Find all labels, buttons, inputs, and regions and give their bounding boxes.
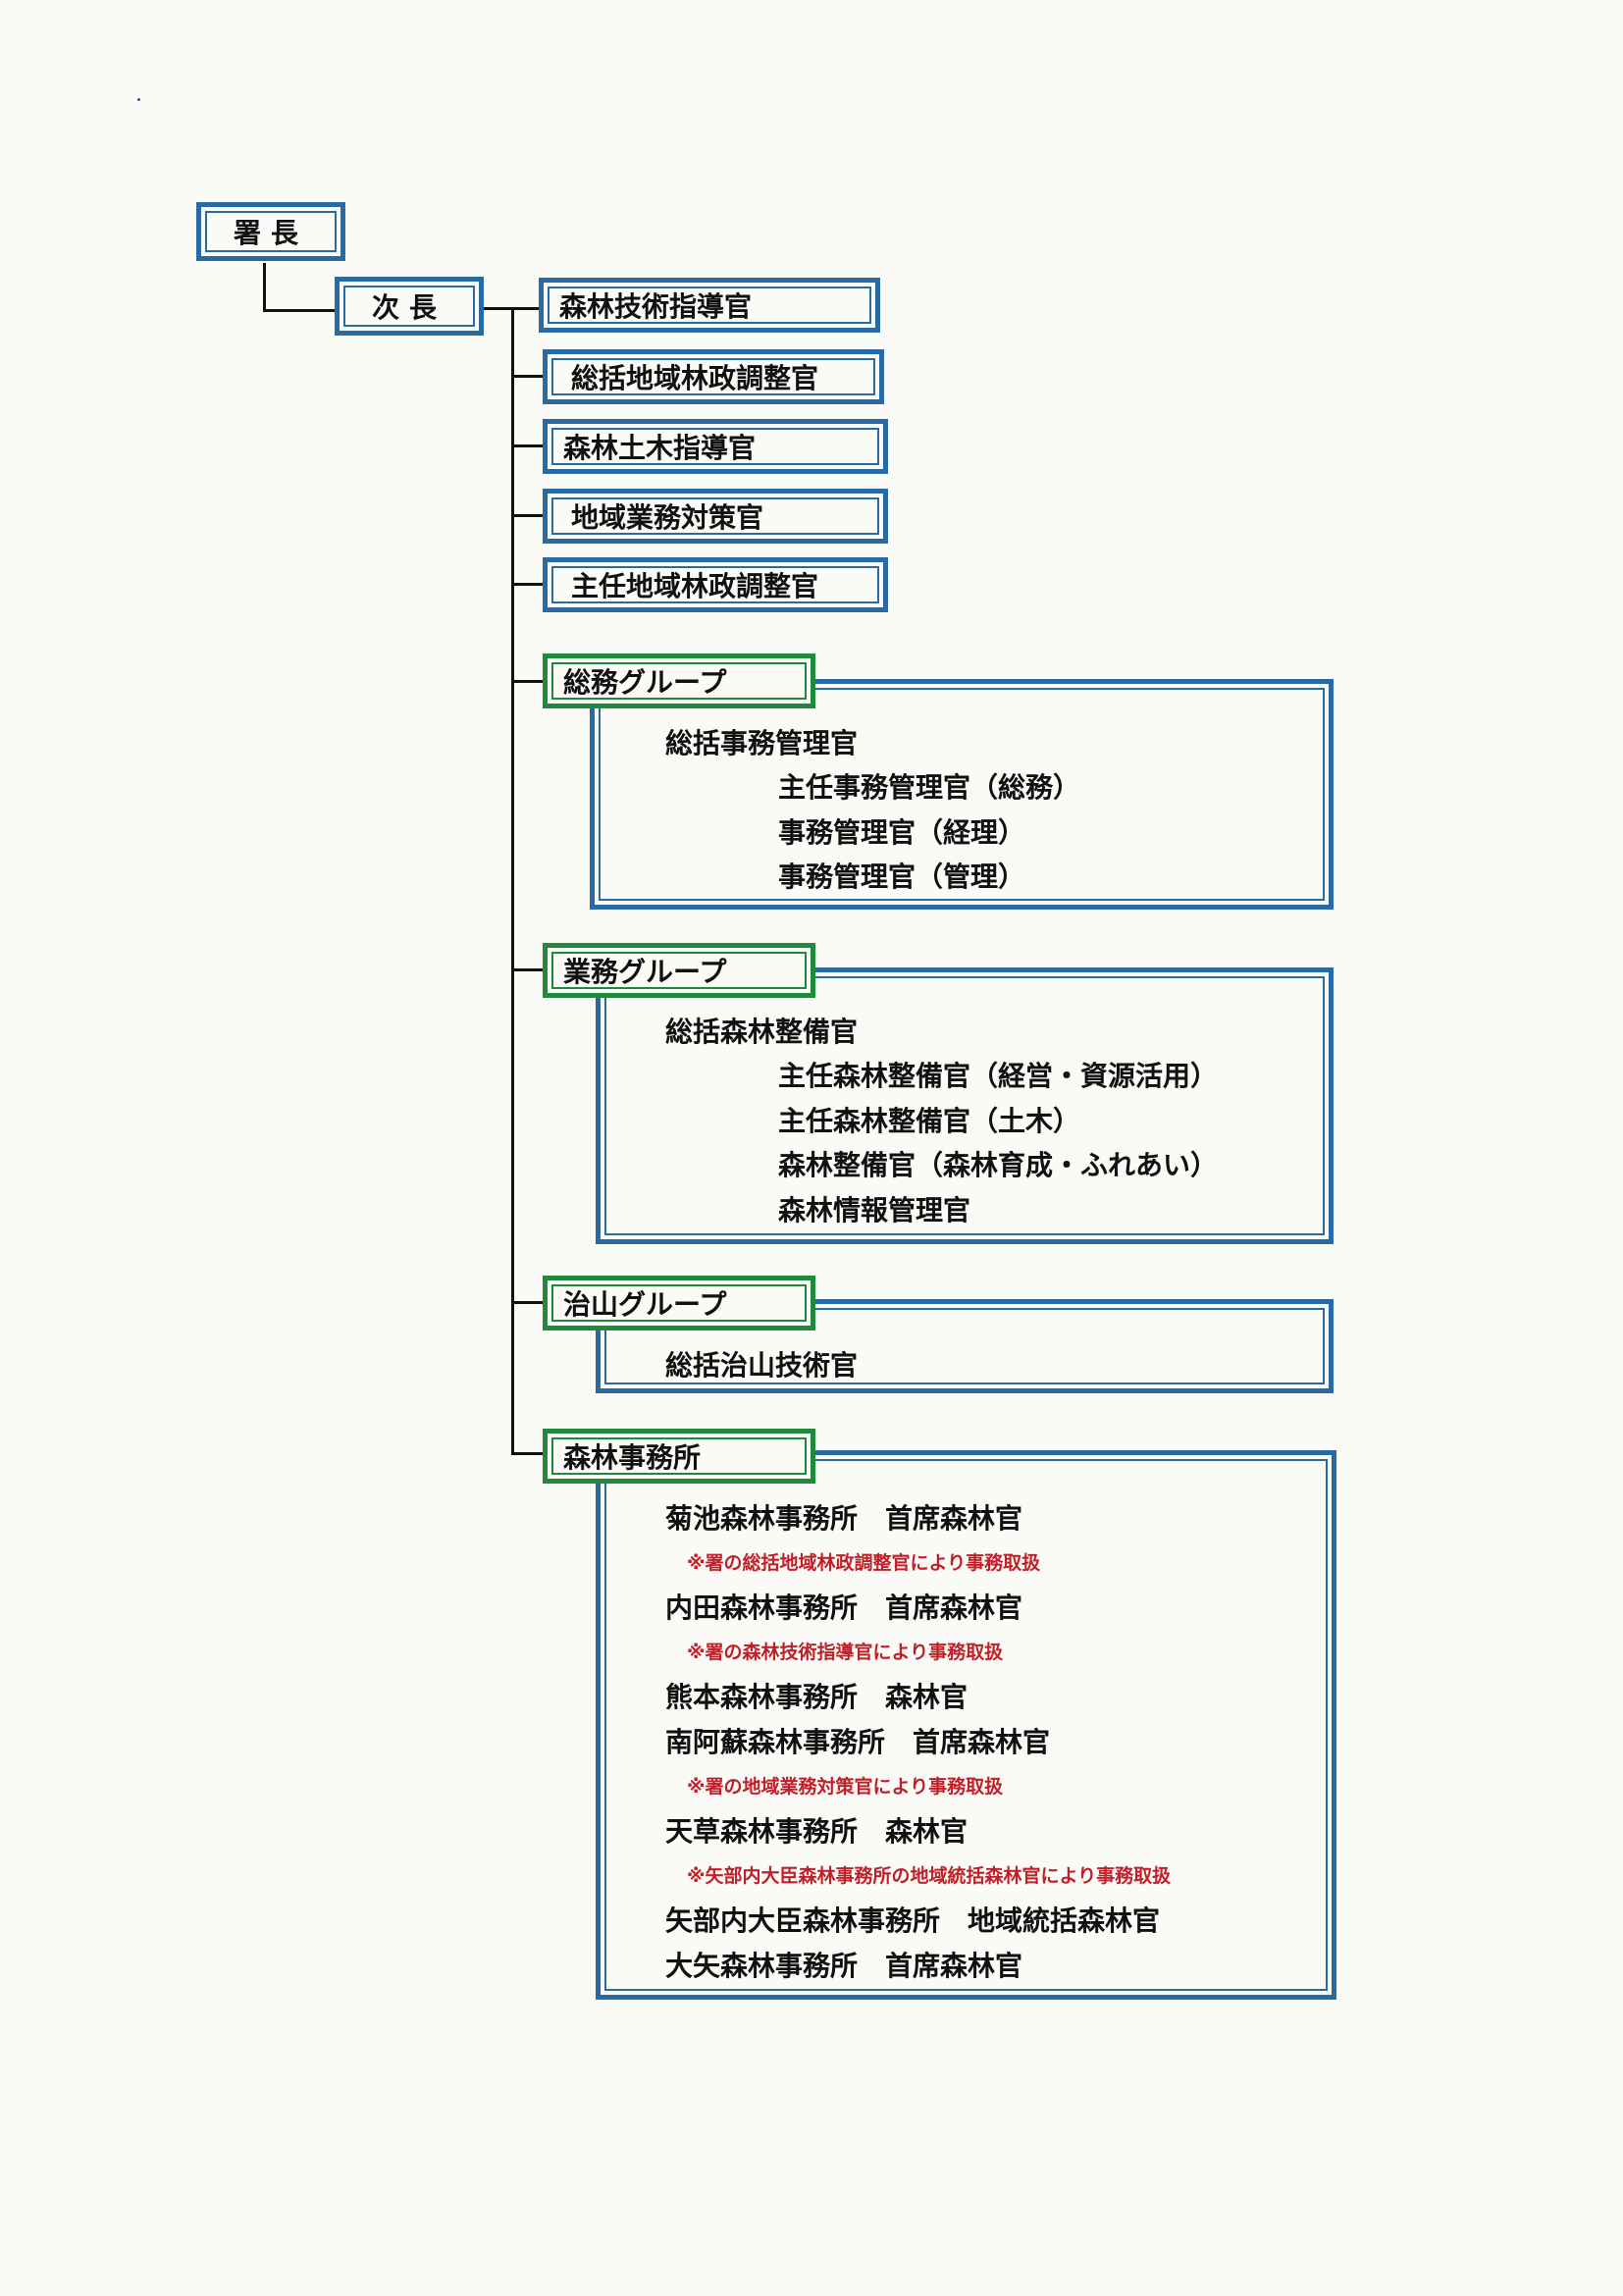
group-name: 総務グループ [563,666,727,699]
office-note: ※矢部内大臣森林事務所の地域統括森林官により事務取扱 [687,1865,1172,1887]
branch-officer-2 [511,375,545,378]
office-entry: 天草森林事務所 森林官 [665,1815,969,1848]
connector-deputy-right [481,307,540,310]
branch-chisan [511,1301,545,1304]
office-entry: 南阿蘇森林事務所 首席森林官 [665,1726,1051,1758]
office-note: ※署の総括地域林政調整官により事務取扱 [687,1552,1041,1574]
soumu-member: 事務管理官（経理） [778,816,1026,849]
offices-panel [596,1450,1336,2000]
officer-box-4: 地域業務対策官 [543,489,888,544]
soumu-member: 主任事務管理官（総務） [778,771,1081,804]
chief-label: 署長 [233,217,308,249]
deputy-label: 次長 [371,291,446,324]
officer-label: 森林技術指導官 [559,290,753,323]
gyomu-group-panel [596,967,1334,1244]
chisan-group-header: 治山グループ [543,1276,815,1331]
soumu-lead: 総括事務管理官 [665,727,859,759]
gyomu-member: 森林整備官（森林育成・ふれあい） [778,1149,1219,1181]
chief-box: 署長 [196,202,345,261]
chisan-lead: 総括治山技術官 [665,1349,859,1382]
branch-offices [511,1452,545,1455]
gyomu-lead: 総括森林整備官 [665,1016,859,1048]
office-entry: 内田森林事務所 首席森林官 [665,1592,1023,1624]
branch-soumu [511,680,545,683]
officer-label: 主任地域林政調整官 [571,570,819,602]
office-note: ※署の地域業務対策官により事務取扱 [687,1776,1004,1798]
office-note: ※署の森林技術指導官により事務取扱 [687,1642,1004,1663]
officer-box-2: 総括地域林政調整官 [543,349,884,404]
office-entry: 熊本森林事務所 森林官 [665,1681,969,1713]
scan-speck [137,98,140,101]
officer-label: 総括地域林政調整官 [571,362,819,394]
connector-trunk [511,307,514,1453]
deputy-box: 次長 [335,277,484,336]
gyomu-member: 森林情報管理官 [778,1194,971,1226]
officer-box-3: 森林土木指導官 [543,419,888,474]
gyomu-group-header: 業務グループ [543,943,815,998]
connector-chief-down [263,263,266,312]
soumu-member: 事務管理官（管理） [778,861,1026,893]
group-name: 森林事務所 [563,1441,702,1474]
office-entry: 大矢森林事務所 首席森林官 [665,1950,1023,1982]
branch-officer-4 [511,514,545,517]
branch-officer-5 [511,583,545,586]
officer-box-1: 森林技術指導官 [539,278,880,333]
officer-label: 地域業務対策官 [571,501,764,534]
group-name: 治山グループ [563,1288,727,1321]
office-entry: 菊池森林事務所 首席森林官 [665,1502,1023,1535]
office-entry: 矢部内大臣森林事務所 地域統括森林官 [665,1905,1161,1937]
branch-officer-3 [511,444,545,447]
soumu-group-panel [590,679,1334,910]
gyomu-member: 主任森林整備官（経営・資源活用） [778,1060,1219,1092]
offices-header: 森林事務所 [543,1429,815,1484]
group-name: 業務グループ [563,956,727,988]
branch-gyomu [511,968,545,971]
connector-chief-deputy [263,309,338,312]
officer-box-5: 主任地域林政調整官 [543,557,888,612]
soumu-group-header: 総務グループ [543,653,815,708]
gyomu-member: 主任森林整備官（土木） [778,1105,1081,1137]
officer-label: 森林土木指導官 [563,432,757,464]
